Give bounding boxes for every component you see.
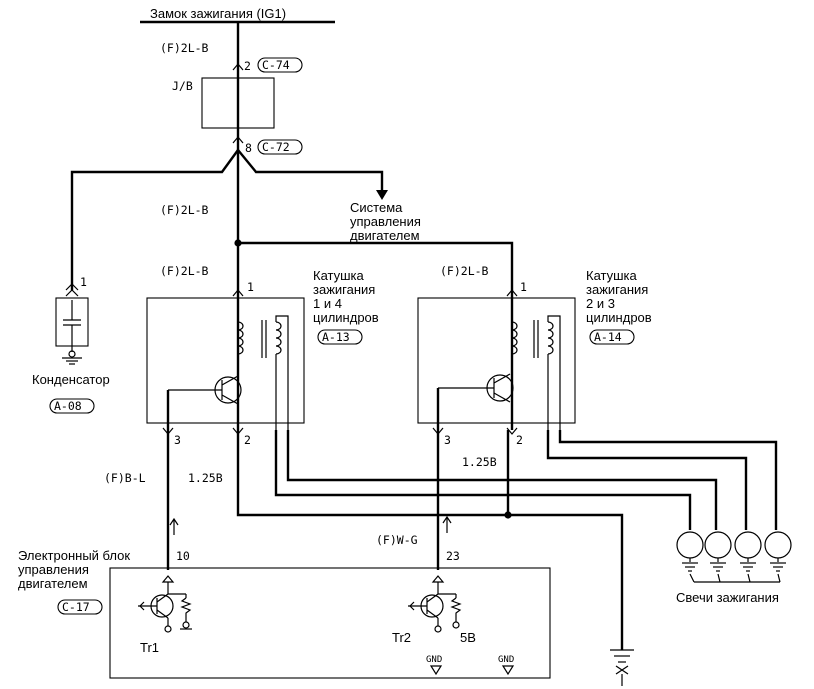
coil2-label-2: зажигания	[586, 282, 648, 297]
spark-plug-icon	[734, 531, 762, 572]
lead-plug-1	[274, 430, 692, 530]
wire-to-engine-control	[237, 149, 384, 192]
spark-plug-icon	[764, 531, 792, 572]
ground-icon	[429, 665, 443, 676]
spark-plug-icon	[704, 531, 732, 572]
ecu-label-1: Электронный блок	[18, 548, 130, 563]
coil1-pin3-label: 3	[174, 433, 181, 447]
transistor-icon	[408, 575, 462, 633]
wire-label-2lb-top: (F)2L-B	[160, 41, 209, 55]
ground-icon	[62, 350, 82, 365]
lead-plug-2	[286, 430, 718, 530]
junction-block	[201, 77, 275, 129]
spark-plugs-bracket-ticks	[689, 573, 781, 583]
connector-a14-badge	[589, 329, 635, 345]
junction-block-label: J/B	[172, 79, 193, 93]
connector-arrow-icon	[232, 63, 244, 71]
coil1-label-1: Катушка	[313, 268, 365, 283]
connector-arrow-icon	[232, 289, 244, 297]
wire-label-bl: (F)B-L	[104, 471, 146, 485]
coil1-label-4: цилиндров	[313, 310, 379, 325]
lead-plug-4	[558, 430, 778, 530]
coil2-pin2-label: 2	[516, 433, 523, 447]
connector-arrow-icon	[506, 289, 518, 297]
transistor-icon	[168, 375, 242, 405]
coil-icon	[511, 315, 561, 430]
connector-c17-label: C-17	[62, 600, 90, 614]
transistor-icon	[438, 373, 514, 403]
ecu-label-2: управления	[18, 562, 89, 577]
coil2-label-1: Катушка	[586, 268, 638, 283]
connector-c74-badge	[257, 57, 303, 73]
wire-to-coil2	[238, 241, 514, 430]
wire-label-125b-right: 1.25B	[462, 455, 497, 469]
capacitor-pin-label: 1	[80, 275, 87, 289]
connector-a13-badge	[317, 329, 363, 345]
capacitor-label: Конденсатор	[32, 372, 110, 387]
spark-plug-icon	[676, 531, 704, 572]
ecu-box	[109, 567, 551, 679]
coil2-pin3-label: 3	[444, 433, 451, 447]
tr1-label: Tr1	[140, 640, 159, 655]
wire-ground-bus	[236, 430, 624, 650]
coil2-pin1-label: 1	[520, 280, 527, 294]
arrow-down-icon	[376, 190, 388, 200]
ground-icon	[610, 649, 634, 686]
coil1-pin2-label: 2	[244, 433, 251, 447]
five-b-label: 5B	[460, 630, 476, 645]
transistor-icon	[138, 575, 192, 633]
pin-8-label: 8	[245, 141, 252, 155]
spark-plugs-label: Свечи зажигания	[676, 590, 779, 605]
tr2-label: Tr2	[392, 630, 411, 645]
connector-c17-badge	[57, 599, 103, 615]
connector-arrow-icon	[65, 283, 79, 297]
connector-a13-label: A-13	[322, 330, 350, 344]
arrow-up-icon	[442, 515, 452, 533]
coil1-label-3: 1 и 4	[313, 296, 342, 311]
lead-plug-3	[546, 430, 748, 530]
ecu-pin-23-label: 23	[446, 549, 460, 563]
connector-c74-label: C-74	[262, 58, 290, 72]
ecu-pin-10-label: 10	[176, 549, 190, 563]
wire-label-wg: (F)W-G	[376, 533, 418, 547]
wire-to-capacitor	[70, 149, 239, 290]
ecu-label-3: двигателем	[18, 576, 88, 591]
connector-a14-label: A-14	[594, 330, 622, 344]
engine-control-label-1: Система	[350, 200, 403, 215]
wire-label-2lb-right: (F)2L-B	[440, 264, 489, 278]
connector-a08-badge	[49, 398, 95, 414]
ignition-switch-label: Замок зажигания (IG1)	[150, 6, 286, 21]
wire-label-2lb-mid: (F)2L-B	[160, 203, 209, 217]
connector-c72-badge	[257, 139, 303, 155]
gnd-label-2: GND	[498, 655, 514, 665]
capacitor-icon	[63, 300, 81, 346]
coil2-label-3: 2 и 3	[586, 296, 615, 311]
junction-dot	[234, 239, 242, 247]
gnd-label-1: GND	[426, 655, 442, 665]
wire-label-2lb-left: (F)2L-B	[160, 264, 209, 278]
engine-control-label-2: управления	[350, 214, 421, 229]
ignition-coil-2-box	[417, 297, 576, 424]
ignition-coil-1-box	[146, 297, 305, 424]
coil2-label-4: цилиндров	[586, 310, 652, 325]
pin-2-label: 2	[244, 59, 251, 73]
coil1-label-2: зажигания	[313, 282, 375, 297]
wire-label-125b-left: 1.25B	[188, 471, 223, 485]
connector-a08-label: A-08	[54, 399, 82, 413]
engine-control-label-3: двигателем	[350, 228, 420, 243]
arrow-up-icon	[169, 517, 179, 535]
connector-c72-label: C-72	[262, 140, 290, 154]
ground-icon	[501, 665, 515, 676]
coil1-pin1-label: 1	[247, 280, 254, 294]
connector-arrow-icon	[232, 136, 244, 144]
coil-icon	[237, 315, 289, 430]
